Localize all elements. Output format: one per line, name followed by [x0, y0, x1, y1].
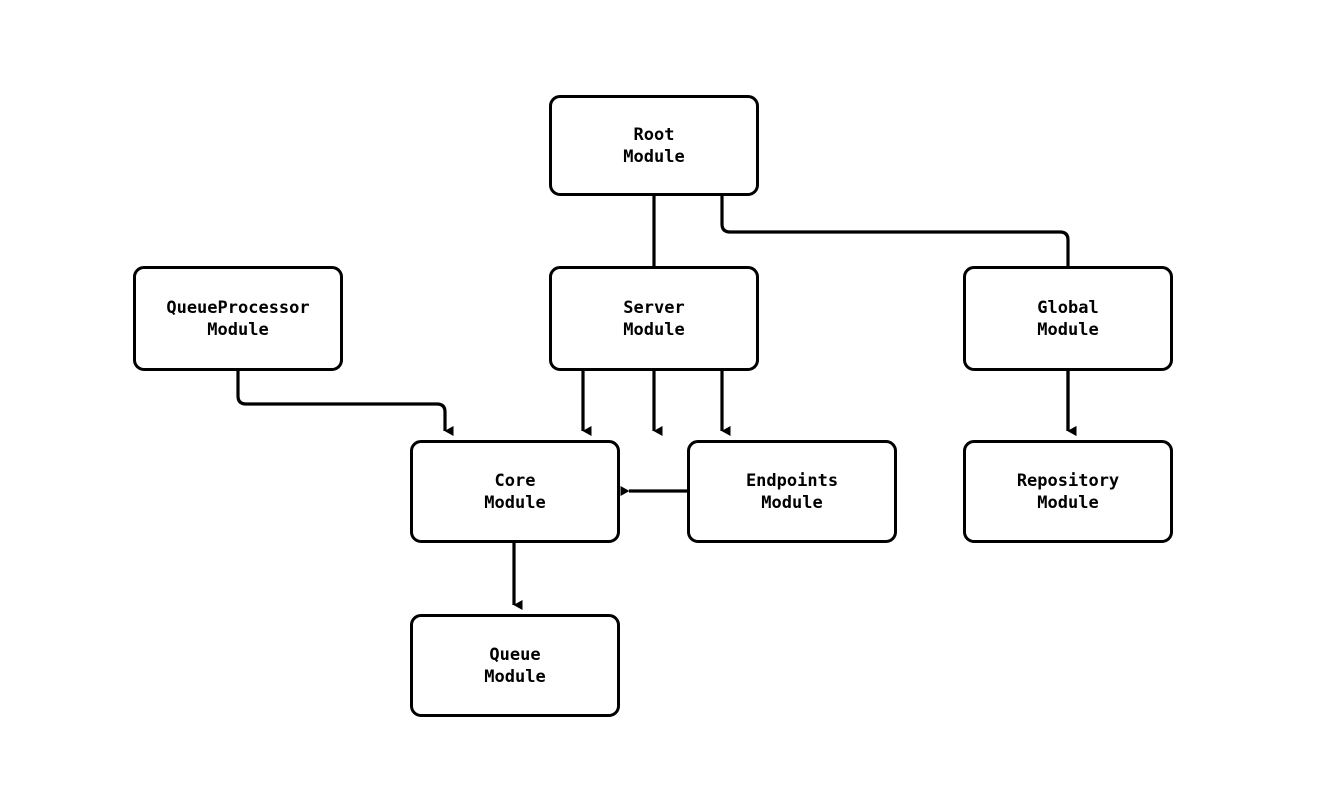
node-repository-module[interactable]: Repository Module	[963, 440, 1173, 543]
node-endpoints-module-label: Endpoints Module	[745, 470, 839, 513]
node-global-module[interactable]: Global Module	[963, 266, 1173, 371]
node-core-module-label: Core Module	[484, 470, 546, 513]
node-root-module-label: Root Module	[623, 124, 685, 167]
node-queue-module-label: Queue Module	[484, 644, 546, 687]
node-server-module-label: Server Module	[623, 297, 685, 340]
node-server-module[interactable]: Server Module	[549, 266, 759, 371]
node-root-module[interactable]: Root Module	[549, 95, 759, 196]
edge-queueprocessor-to-core	[236, 371, 454, 436]
node-queueprocessor-module[interactable]: QueueProcessor Module	[133, 266, 343, 371]
node-core-module[interactable]: Core Module	[410, 440, 620, 543]
node-repository-module-label: Repository Module	[1016, 470, 1120, 513]
node-queue-module[interactable]: Queue Module	[410, 614, 620, 717]
node-endpoints-module[interactable]: Endpoints Module	[687, 440, 897, 543]
node-global-module-label: Global Module	[1037, 297, 1099, 340]
node-queueprocessor-module-label: QueueProcessor Module	[166, 297, 310, 340]
